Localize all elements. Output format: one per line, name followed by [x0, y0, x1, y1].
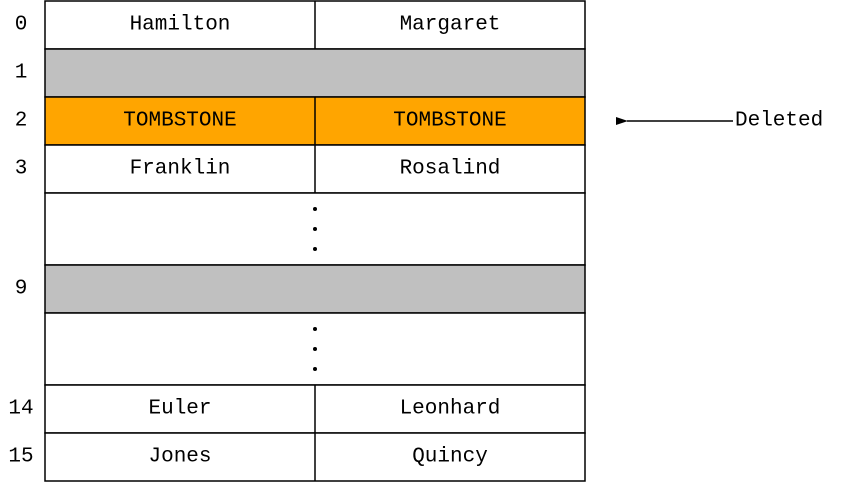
table-row: 9 — [15, 264, 586, 314]
deleted-label: Deleted — [735, 110, 823, 133]
empty-slot — [44, 48, 586, 98]
slot-index: 3 — [15, 158, 28, 181]
value-right-cell: TOMBSTONE — [393, 110, 506, 133]
value-right-cell: Rosalind — [400, 158, 501, 181]
value-right-cell: Margaret — [400, 14, 501, 37]
value-right-cell: Leonhard — [400, 398, 501, 421]
ellipsis-dot — [313, 227, 317, 231]
ellipsis-dot — [313, 367, 317, 371]
table-row — [44, 192, 586, 266]
ellipsis-dot — [313, 207, 317, 211]
table-row: Hamilton Margaret 0 — [15, 0, 586, 50]
empty-slot — [44, 264, 586, 314]
table-row — [44, 312, 586, 386]
slot-index: 9 — [15, 278, 28, 301]
table-row: TOMBSTONE TOMBSTONE 2 — [15, 96, 586, 146]
value-right-cell: Quincy — [412, 446, 488, 469]
key-left-cell: Hamilton — [130, 14, 231, 37]
table-row: Euler Leonhard 14 — [8, 384, 586, 434]
slot-index: 15 — [8, 446, 33, 469]
key-left-cell: Franklin — [130, 158, 231, 181]
key-left-cell: Euler — [148, 398, 211, 421]
table-row: Franklin Rosalind 3 — [15, 144, 586, 194]
table-row: 1 — [15, 48, 586, 98]
key-left-cell: TOMBSTONE — [123, 110, 236, 133]
slot-index: 2 — [15, 110, 28, 133]
slot-index: 14 — [8, 398, 33, 421]
key-left-cell: Jones — [148, 446, 211, 469]
ellipsis-dot — [313, 347, 317, 351]
ellipsis-dot — [313, 327, 317, 331]
table-row: Jones Quincy 15 — [8, 432, 586, 482]
ellipsis-dot — [313, 247, 317, 251]
slot-index: 0 — [15, 14, 28, 37]
slot-index: 1 — [15, 62, 28, 85]
